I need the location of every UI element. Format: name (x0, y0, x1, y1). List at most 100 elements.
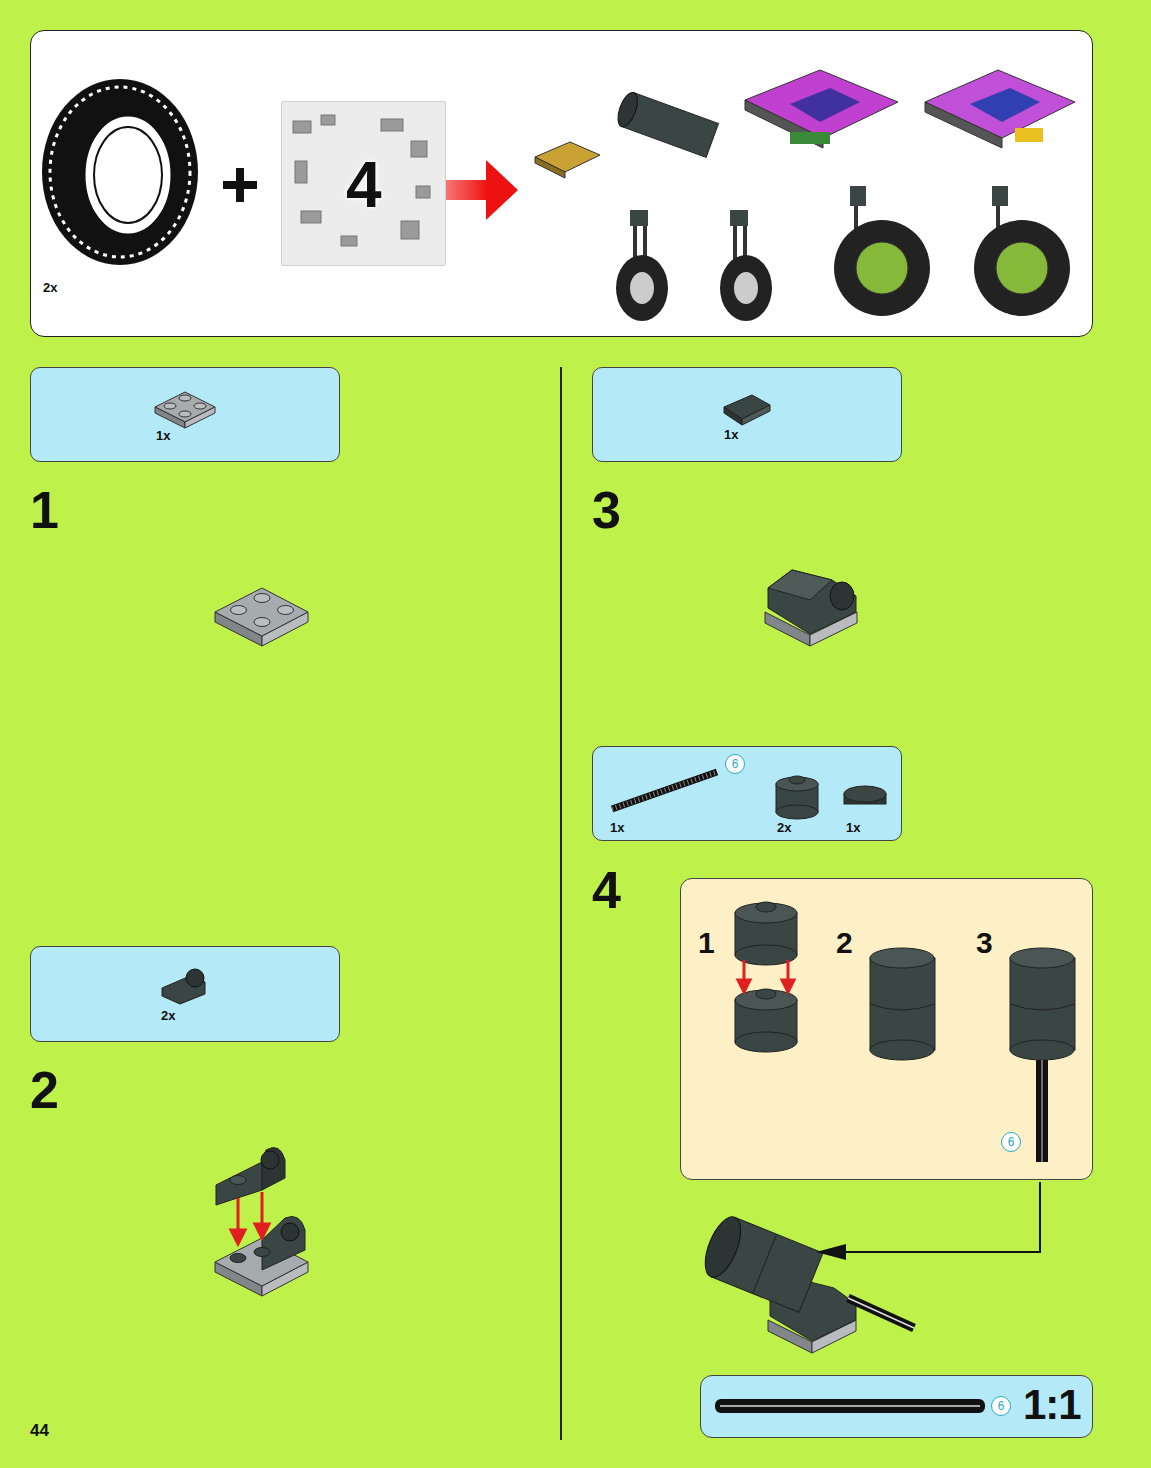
shape (630, 210, 648, 226)
quantity: 2x (777, 821, 791, 835)
shape (230, 1254, 246, 1263)
purple-panel (745, 70, 898, 148)
shape (164, 395, 206, 417)
step-number: 3 (592, 482, 621, 539)
shape (756, 989, 776, 999)
shape (194, 403, 206, 409)
parts-callout: 1x (592, 367, 902, 462)
yellow-plate (535, 142, 600, 178)
shape (630, 272, 654, 304)
bag-number: 4 (346, 150, 382, 220)
shape (720, 255, 772, 321)
shape (753, 1234, 777, 1293)
shape (254, 618, 270, 627)
substep-number: 3 (976, 926, 993, 959)
shape (870, 958, 935, 1050)
scale-label: 1:1 (1023, 1382, 1081, 1428)
substep-number: 2 (836, 926, 853, 959)
shape (735, 1032, 797, 1052)
shape (230, 1176, 246, 1185)
parts-overview-art (30, 30, 1093, 337)
shape (295, 161, 307, 183)
shape (1010, 1004, 1075, 1010)
round-brick-stack-with-axle (1010, 948, 1075, 1162)
shape (768, 570, 856, 634)
shape (261, 1151, 279, 1169)
shape (42, 79, 198, 265)
shape (834, 220, 930, 316)
shape (301, 211, 321, 223)
step2-assembly (215, 1148, 308, 1296)
quantity: 1x (846, 821, 860, 835)
shape (1010, 958, 1075, 1050)
shape (321, 115, 335, 125)
shape (185, 407, 215, 428)
shape (844, 786, 886, 802)
shape (730, 210, 748, 226)
cylinder-part (614, 89, 718, 156)
shape (1041, 1060, 1042, 1162)
landing-gear (616, 186, 1070, 321)
shape (215, 588, 308, 636)
shape (278, 606, 294, 615)
shape (261, 1192, 264, 1226)
shape (155, 407, 185, 428)
part-art (30, 367, 340, 462)
shape (84, 115, 172, 235)
quantity: 1x (610, 821, 624, 835)
bag-icon: 4 (281, 101, 446, 266)
shape (715, 1399, 985, 1413)
round-brick (735, 902, 797, 1052)
callout-number: 6 (725, 754, 745, 774)
parts-callout: 6 1x 2x 1x (592, 746, 902, 841)
shape (850, 186, 866, 206)
callout-number: 6 (991, 1396, 1011, 1416)
shape (612, 772, 717, 809)
shape (974, 220, 1070, 316)
shape (756, 902, 776, 912)
shape (925, 102, 1002, 148)
shape (1010, 948, 1074, 968)
part-art (592, 367, 902, 462)
shape (341, 236, 357, 246)
shape (776, 777, 818, 791)
shape (790, 88, 860, 122)
shape (1010, 1040, 1074, 1060)
shape (231, 594, 294, 627)
shape (614, 89, 641, 128)
shape (94, 127, 162, 223)
shape (401, 221, 419, 239)
shape (179, 411, 191, 417)
shape (1036, 1060, 1048, 1162)
shape (381, 119, 403, 131)
shape (179, 395, 191, 401)
parts-overview-panel: 2x 4 (30, 30, 1093, 337)
substep-art (680, 878, 1093, 1180)
shape (734, 272, 758, 304)
shape (925, 70, 1075, 138)
plate-2x2 (215, 588, 308, 646)
shape (254, 1248, 270, 1257)
shape (996, 242, 1048, 294)
shape (870, 1004, 935, 1010)
shape (698, 1212, 748, 1282)
quantity: 2x (43, 281, 57, 295)
shape (293, 121, 311, 133)
shape (842, 1182, 1040, 1252)
shape (870, 948, 934, 968)
quantity: 1x (156, 429, 170, 443)
shape (416, 186, 430, 198)
shape (411, 141, 427, 157)
shape (745, 70, 898, 138)
substep-number: 1 (698, 926, 715, 959)
callout-number: 6 (1001, 1132, 1021, 1152)
shape (856, 242, 908, 294)
shape (830, 582, 854, 610)
scale-box: 6 1:1 (700, 1375, 1093, 1438)
plus-sign (223, 168, 257, 202)
shape (237, 1198, 240, 1232)
purple-panel (925, 70, 1075, 148)
shape (535, 157, 565, 178)
shape (789, 776, 805, 784)
shape (255, 1224, 269, 1238)
